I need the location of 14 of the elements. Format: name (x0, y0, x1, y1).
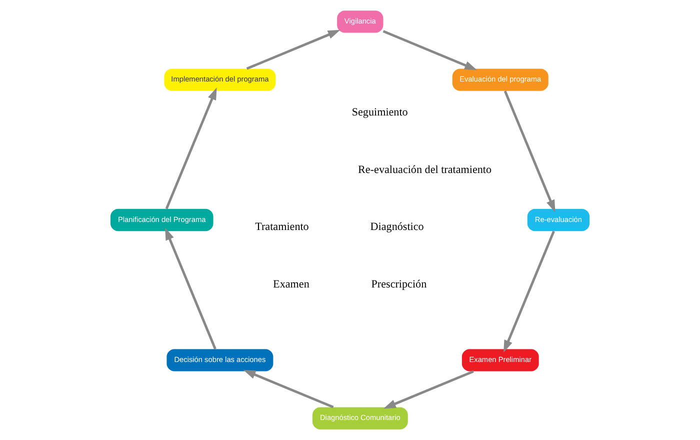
arrow (165, 228, 216, 350)
arrow (504, 90, 556, 212)
label: Seguimiento (352, 106, 408, 119)
label: Examen (273, 278, 310, 290)
arrow (243, 370, 334, 408)
label: Tratamiento (255, 221, 309, 234)
label: Diagnóstico (370, 221, 424, 234)
arrow (504, 230, 555, 353)
arrow (246, 30, 340, 70)
label: Re-evaluación del tratamiento (358, 164, 492, 176)
arrow (384, 370, 474, 409)
arrow (165, 87, 217, 210)
arrow (382, 30, 478, 70)
label: Prescripción (371, 278, 427, 290)
